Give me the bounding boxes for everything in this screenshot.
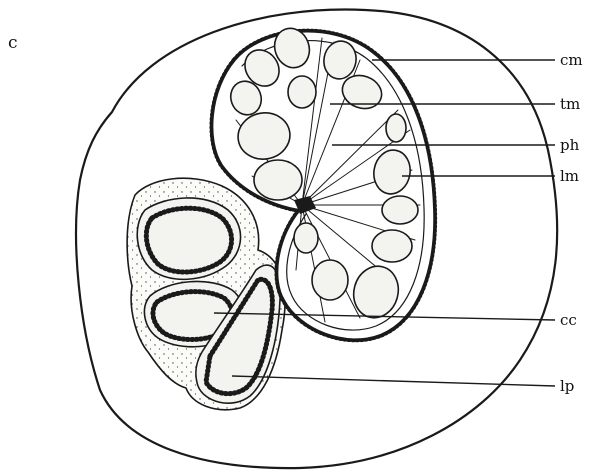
label-tm: tm (560, 95, 580, 113)
label-lm: lm (560, 167, 579, 185)
label-cm: cm (560, 51, 583, 69)
label-ph: ph (560, 136, 580, 154)
label-lp: lp (560, 377, 574, 395)
panel-letter: c (8, 33, 18, 53)
label-cc: cc (560, 311, 577, 329)
